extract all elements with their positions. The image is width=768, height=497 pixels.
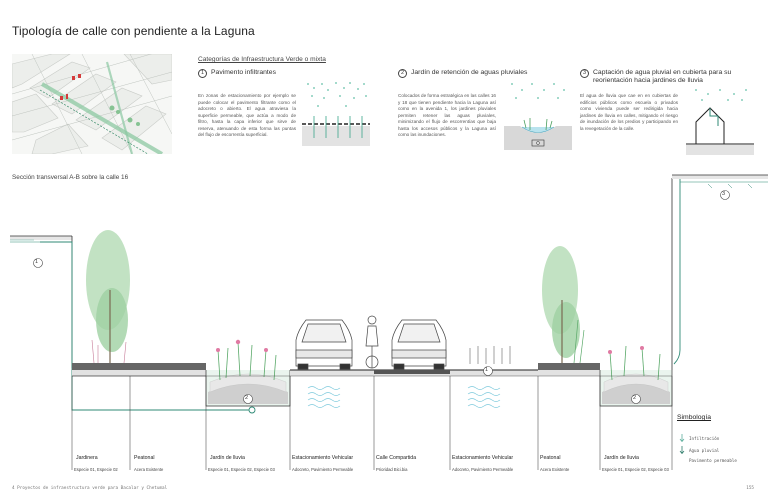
legend-label: Infiltración bbox=[689, 435, 720, 441]
category-2-text: Colocados de forma estratégica en las ca… bbox=[398, 93, 496, 138]
zone-label: Estacionamiento Vehicular bbox=[292, 455, 354, 461]
planter-strip bbox=[72, 363, 206, 370]
rain-garden-illustration bbox=[502, 80, 574, 152]
category-2-heading: 2 Jardín de retención de aguas pluviales bbox=[398, 69, 568, 78]
marker-2-right-label: 2 bbox=[633, 395, 637, 401]
zone-sub: Acera Existente bbox=[540, 467, 570, 472]
categories-title: Categorías de Infraestructura Verde o mi… bbox=[198, 56, 326, 63]
page-title: Tipología de calle con pendiente a la La… bbox=[12, 24, 255, 38]
category-1-text: En zonas de estacionamiento por ejemplo … bbox=[198, 93, 296, 138]
zone-sub: Especie 01, Especie 02 bbox=[74, 467, 118, 472]
infiltration-waves-right bbox=[467, 386, 501, 408]
zone-sub: Prioridad Bici.bia bbox=[376, 467, 408, 472]
car-left bbox=[295, 319, 353, 370]
zone-label: Jardín de lluvia bbox=[210, 455, 245, 461]
category-2-number: 2 bbox=[398, 69, 407, 78]
zone-sub: Especie 01, Especie 02, Especie 03 bbox=[602, 467, 669, 472]
zone-label: Estacionamiento Vehicular bbox=[452, 455, 514, 461]
legend-title: Simbología bbox=[677, 414, 712, 421]
infiltration-waves-left bbox=[307, 386, 341, 408]
zone-sub: Acera Existente bbox=[134, 467, 164, 472]
category-3-text: El agua de lluvia que cae en en cubierta… bbox=[580, 93, 678, 131]
marker-1-left-label: 1 bbox=[35, 259, 39, 265]
marker-1-left bbox=[33, 258, 43, 268]
cyclist bbox=[365, 315, 379, 369]
footer-left: 4 Proyectos de infraestructura verde par… bbox=[12, 486, 168, 491]
marker-2-left-label: 2 bbox=[245, 395, 249, 401]
tree-right bbox=[542, 246, 585, 364]
legend-item-permeable: Pavimento permeable bbox=[679, 458, 737, 463]
page-number: 155 bbox=[746, 486, 754, 491]
zone-sub: Especie 01, Especie 02, Especie 03 bbox=[208, 467, 275, 472]
category-1-number: 1 bbox=[198, 69, 207, 78]
legend-item-infiltration: Infiltración bbox=[679, 434, 719, 442]
downspout-right bbox=[673, 178, 681, 365]
marker-1-road-label: 1 bbox=[485, 367, 489, 373]
zone-label: Calle Compartida bbox=[376, 455, 417, 461]
legend-item-rain: Agua pluvial bbox=[679, 446, 719, 454]
section-title: Sección transversal A-B sobre la calle 1… bbox=[12, 174, 129, 181]
permeable-pavement-illustration bbox=[300, 80, 372, 152]
roof-capture-illustration bbox=[684, 86, 756, 158]
category-3-title: Captación de agua pluvial en cubierta pa… bbox=[593, 69, 732, 85]
context-map bbox=[12, 54, 172, 154]
zone-sub: Adocreto, Pavimiento Permeable bbox=[452, 467, 514, 472]
category-2-title: Jardín de retención de aguas pluviales bbox=[411, 69, 528, 76]
map-drawing bbox=[12, 54, 172, 154]
legend-label: Pavimento permeable bbox=[689, 458, 737, 463]
marker-3-right-label: 3 bbox=[722, 191, 726, 197]
car-right bbox=[391, 319, 447, 370]
category-1-title: Pavimento infiltrantes bbox=[211, 69, 276, 76]
arrow-down-icon bbox=[679, 434, 685, 442]
category-3-heading: 3 Captación de agua pluvial en cubierta … bbox=[580, 69, 756, 86]
category-1-heading: 1 Pavimento infiltrantes bbox=[198, 69, 368, 78]
zone-label: Peatonal bbox=[540, 455, 561, 461]
marker-1-road bbox=[483, 366, 493, 376]
tree-left bbox=[86, 230, 130, 364]
rain-arrow-icon bbox=[679, 446, 685, 454]
zone-label: Jardín de lluvia bbox=[604, 455, 639, 461]
left-terrace bbox=[10, 236, 72, 240]
zone-label: Jardinera bbox=[76, 455, 98, 461]
zone-sub: Adocreto, Pavimiento Permeable bbox=[292, 467, 354, 472]
zone-label: Peatonal bbox=[134, 455, 155, 461]
rain-garden-left bbox=[205, 339, 291, 407]
legend-label: Agua pluvial bbox=[689, 447, 720, 453]
rain-arrows bbox=[469, 346, 511, 364]
marker-3-right bbox=[720, 190, 730, 200]
drain-pipe-left bbox=[40, 241, 250, 411]
category-3-number: 3 bbox=[580, 69, 589, 78]
street-section-drawing bbox=[0, 170, 768, 480]
rain-garden-right bbox=[599, 345, 673, 407]
